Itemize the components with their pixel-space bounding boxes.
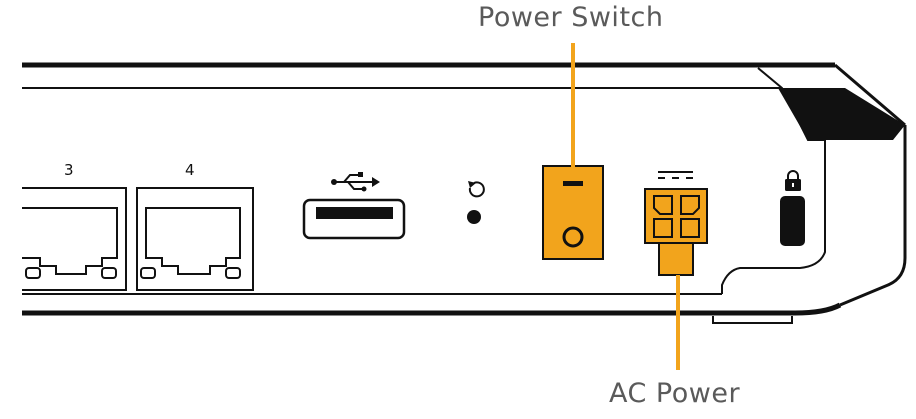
ac-power-connector[interactable] [644, 188, 708, 276]
reset-button[interactable] [467, 210, 481, 224]
usb-icon [331, 172, 380, 192]
dc-power-icon [658, 171, 693, 179]
power-switch-label: Power Switch [478, 2, 664, 33]
kensington-lock-slot[interactable] [780, 196, 805, 246]
usb-port[interactable] [302, 198, 406, 240]
port-4-label: 4 [185, 161, 195, 179]
chassis-corner-shade [778, 88, 905, 140]
ac-power-label: AC Power [609, 378, 741, 409]
ethernet-port-4[interactable] [136, 187, 254, 291]
reset-icon [468, 181, 485, 198]
port-3-label: 3 [64, 161, 74, 179]
lock-icon [785, 170, 801, 191]
device-chassis [22, 62, 907, 324]
power-switch[interactable] [542, 165, 604, 260]
ethernet-port-3[interactable] [22, 187, 127, 291]
